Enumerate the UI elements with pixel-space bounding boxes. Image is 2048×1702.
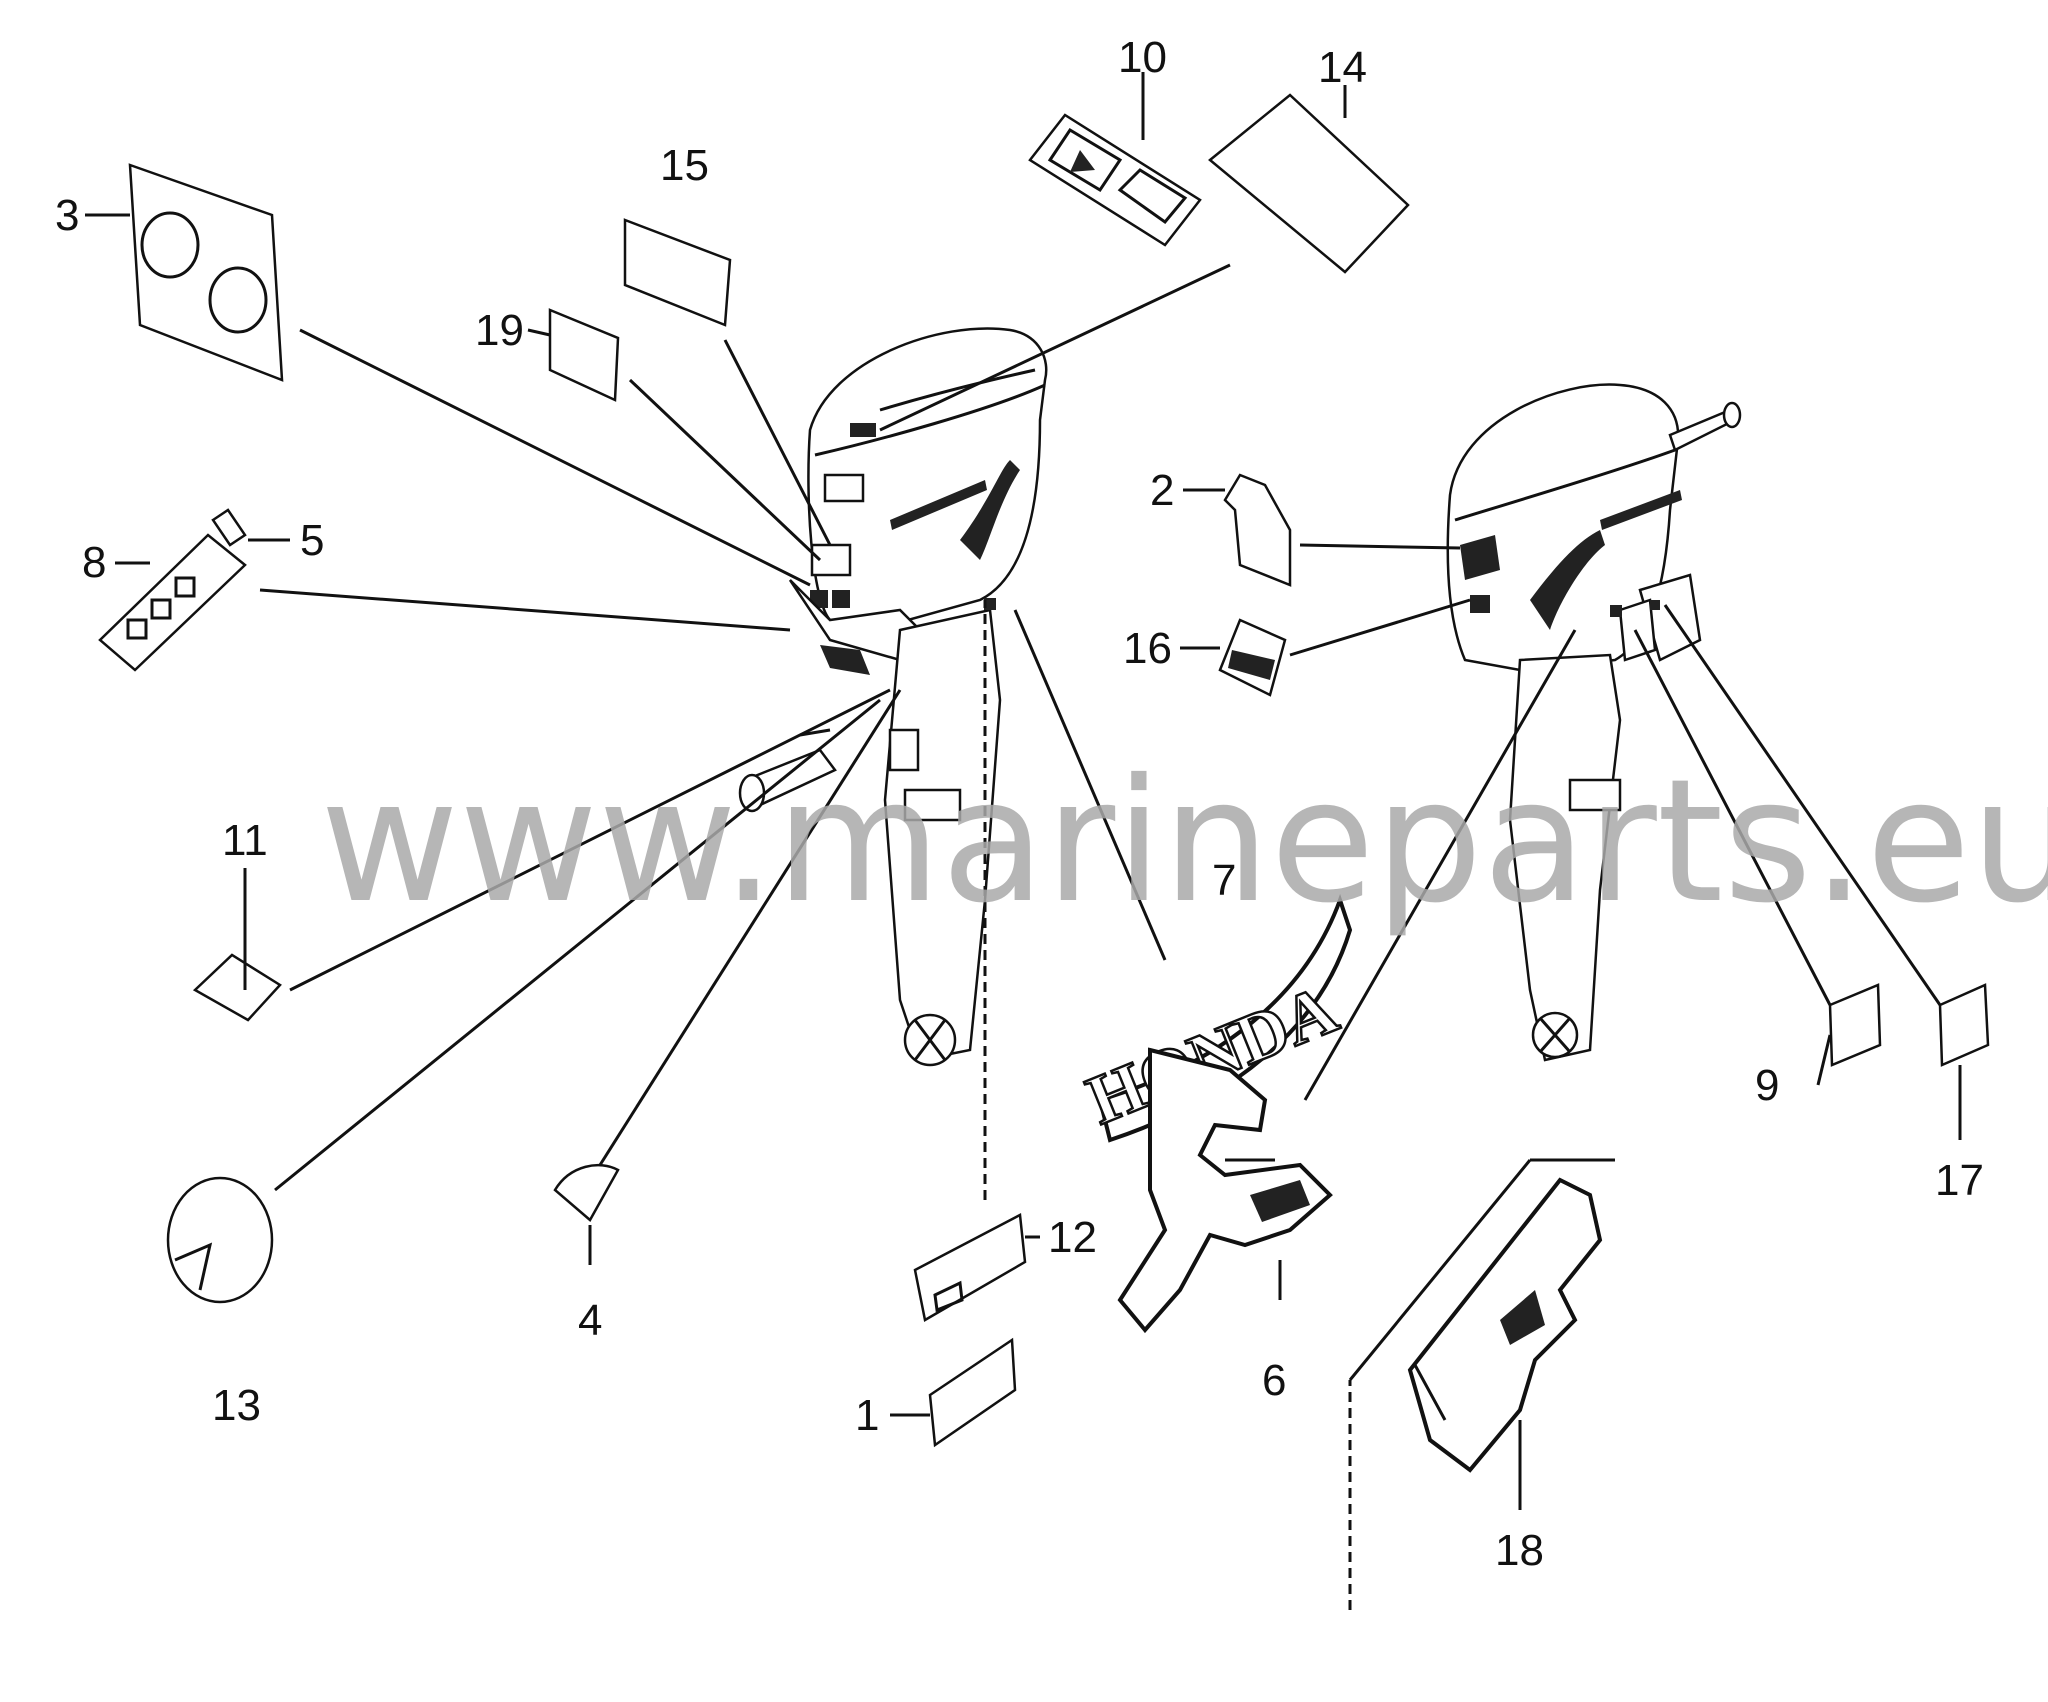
callout-7: 7 [1212,856,1236,905]
part-19-label [548,308,620,402]
callout-3: 3 [55,191,79,240]
part-9-label [1828,983,1882,1067]
part-1-label [928,1337,1017,1448]
callout-16: 16 [1123,624,1172,673]
callout-9: 9 [1755,1061,1779,1110]
part-13-ring [166,1176,274,1304]
callout-12: 12 [1048,1213,1097,1262]
callout-2: 2 [1150,466,1174,515]
part-15-label [623,218,732,327]
part-18-emblem [1407,1177,1603,1473]
callout-17: 17 [1935,1156,1984,1205]
callout-6: 6 [1262,1356,1286,1405]
callout-18: 18 [1495,1526,1544,1575]
part-8-decal [98,533,247,672]
callout-4: 4 [578,1296,602,1345]
callout-5: 5 [300,516,324,565]
callout-19: 19 [475,306,524,355]
part-14-label [1208,93,1410,274]
part-11-label [192,953,282,1022]
part-10-decal [1028,113,1202,247]
callout-11: 11 [222,816,268,865]
part-17-label [1938,983,1990,1067]
outboard-motor-right [1446,383,1742,1062]
callout-numbers: 1 2 3 4 5 6 7 8 9 10 11 12 13 14 15 16 1… [55,33,1984,1575]
part-5-label [211,508,247,547]
part-16-badge [1218,618,1287,697]
leader-lines [85,72,1962,1610]
part-2-decal [1223,473,1292,587]
callout-13: 13 [212,1381,261,1430]
part-4-cap [553,1163,620,1222]
callout-8: 8 [82,538,106,587]
callout-1: 1 [855,1391,879,1440]
part-3-decal [128,163,284,382]
part-6-emblem [1117,1047,1333,1334]
callout-10: 10 [1118,33,1167,82]
callout-15: 15 [660,141,709,190]
watermark: www.marineparts.eu [320,743,2048,941]
outboard-motor-left [738,327,1048,1067]
callout-14: 14 [1318,43,1367,92]
part-12-label [913,1213,1027,1322]
